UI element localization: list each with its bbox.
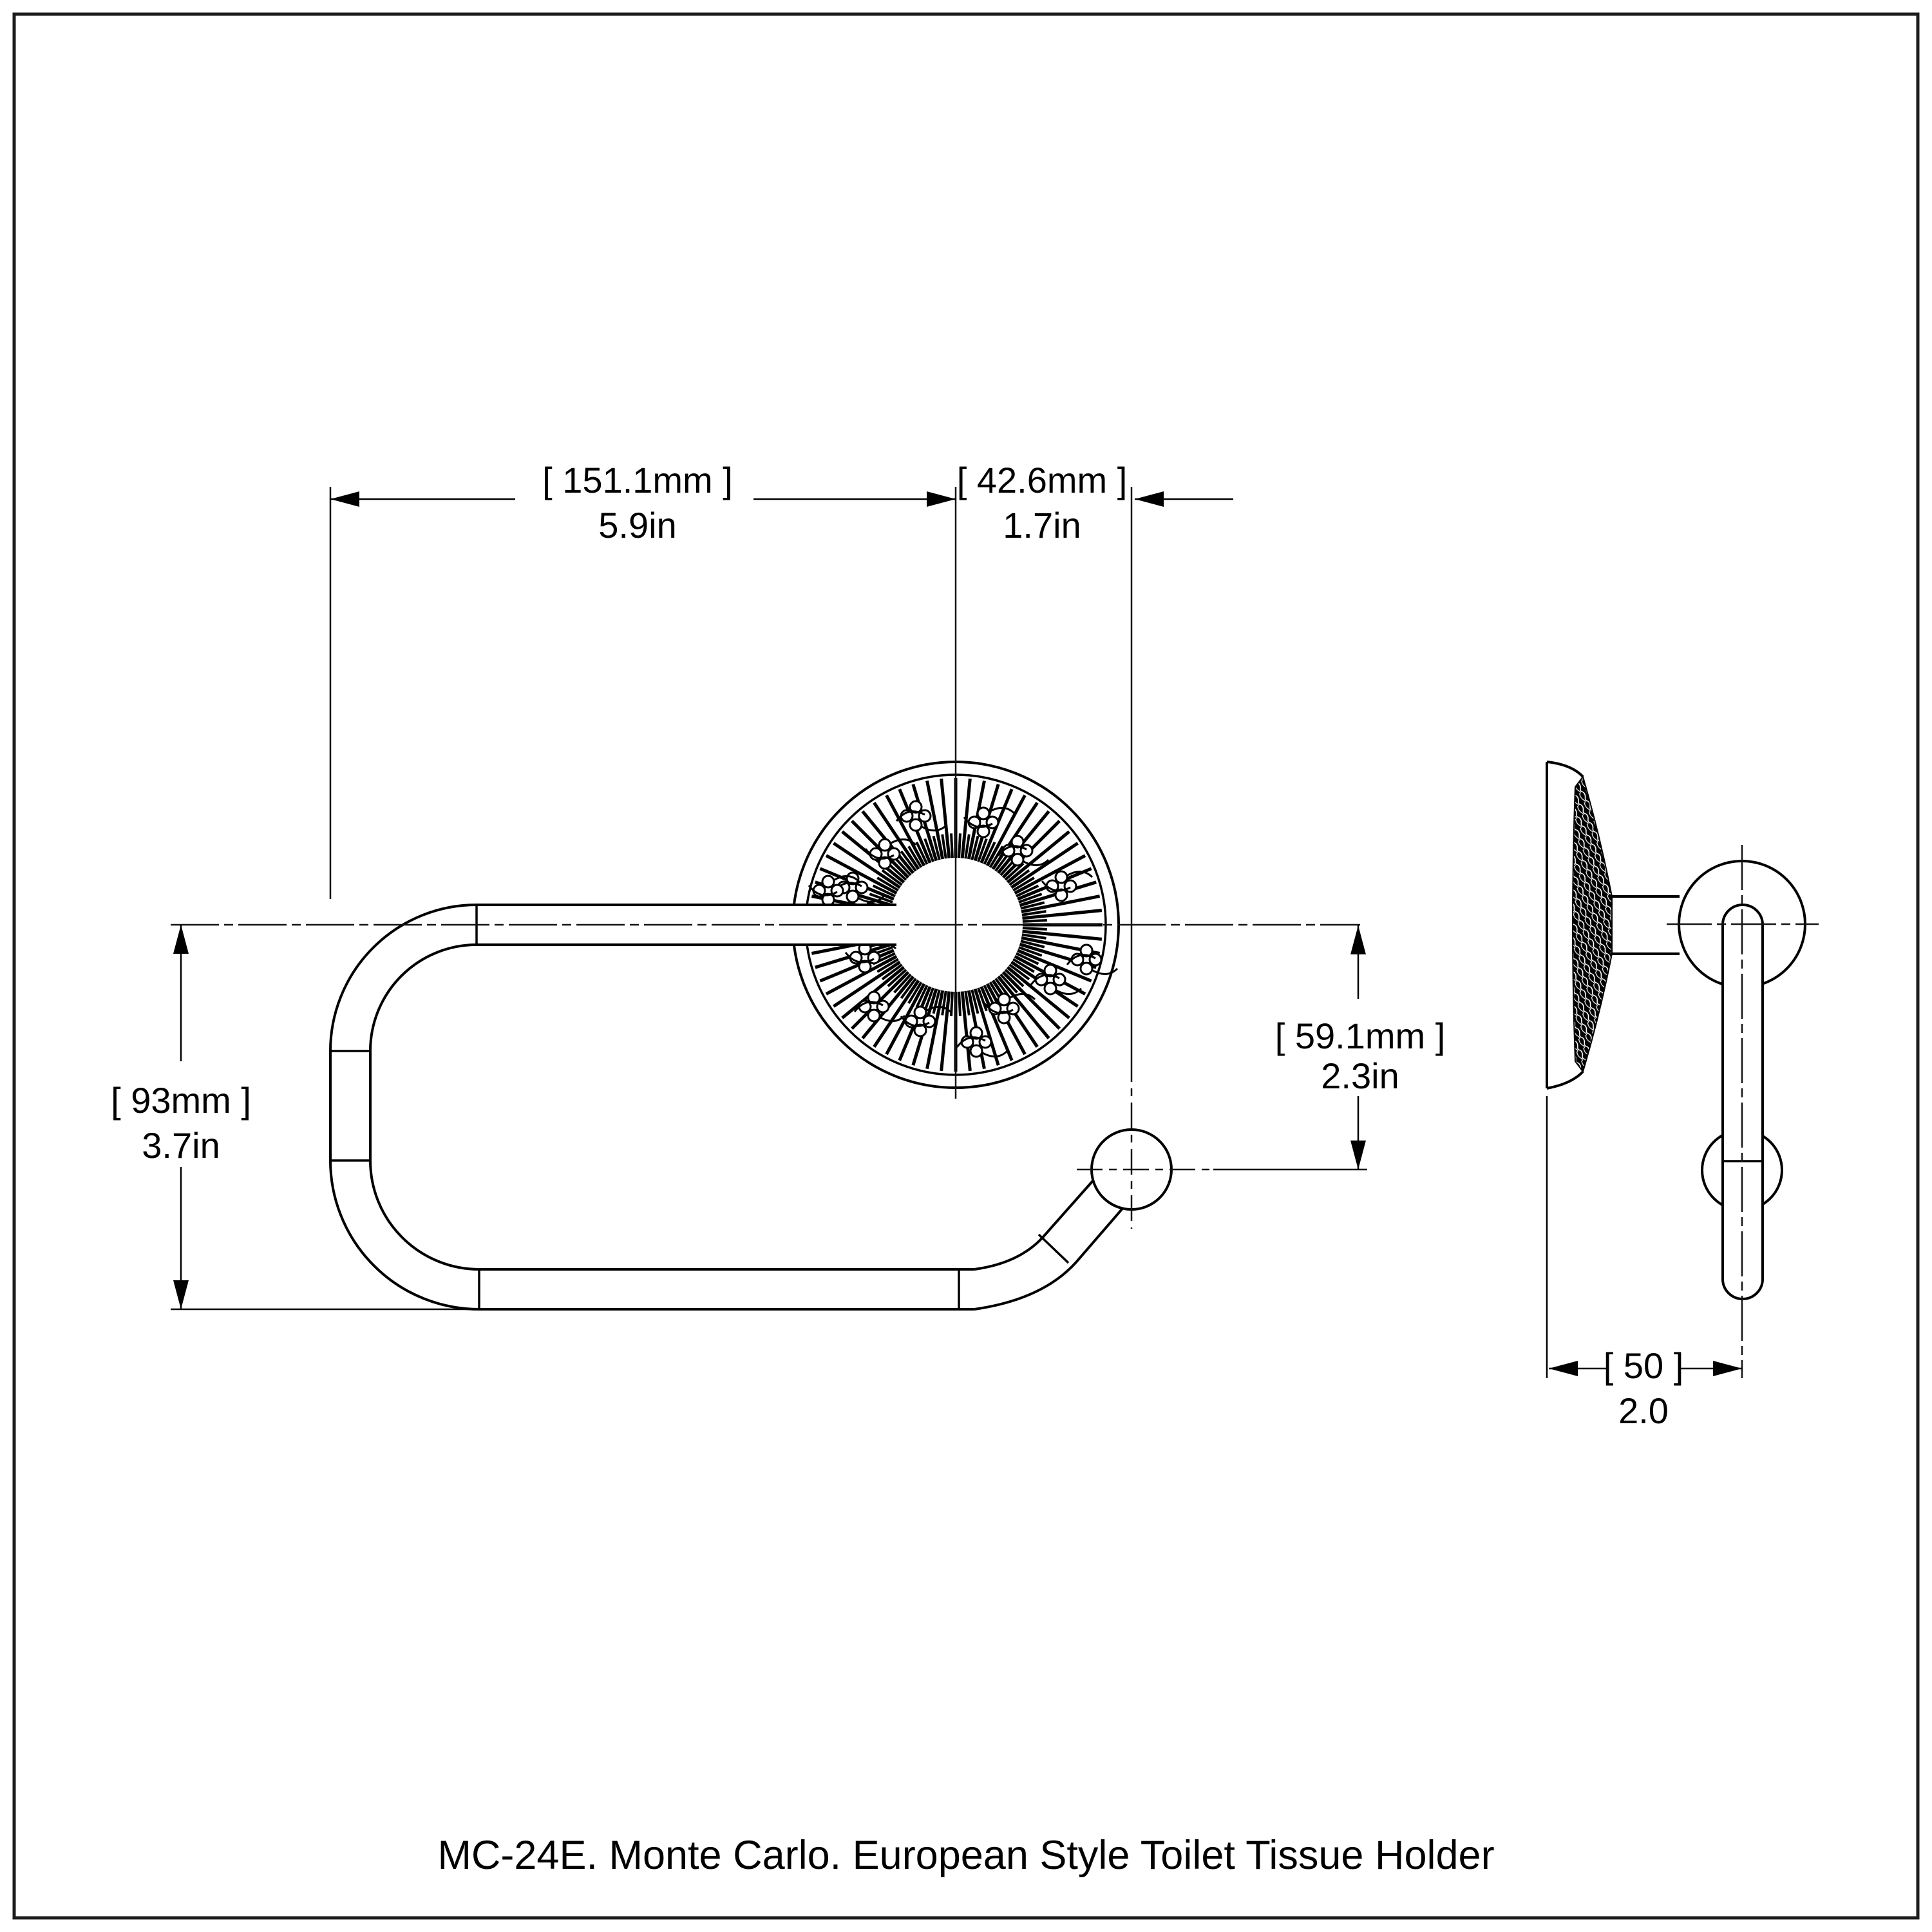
dim-hook-drop-metric: [ 59.1mm ]	[1275, 1016, 1446, 1056]
arm-tube-side	[1721, 904, 1764, 1300]
arrowhead	[1350, 925, 1366, 954]
mount-stem	[1612, 895, 1680, 955]
rosette-backplate	[791, 761, 1120, 1089]
arrowhead	[1350, 1141, 1366, 1170]
wall-plate-profile	[1546, 761, 1613, 1090]
arm-upturn	[974, 1128, 1173, 1311]
arrowhead	[927, 491, 956, 507]
dimension-hook-drop: [ 59.1mm ] 2.3in	[1213, 925, 1446, 1171]
dimension-overall-height: [ 93mm ] 3.7in	[111, 925, 559, 1311]
dim-overall-height-imperial: 3.7in	[142, 1125, 220, 1166]
dim-overall-width-imperial: 5.9in	[598, 505, 676, 545]
dimension-overall-width: [ 151.1mm ] 5.9in	[329, 460, 956, 899]
arrowhead	[1713, 1361, 1742, 1376]
dim-overall-height-metric: [ 93mm ]	[111, 1080, 251, 1121]
arrowhead	[330, 491, 359, 507]
dim-roller-offset-imperial: 1.7in	[1003, 505, 1081, 545]
dim-wall-depth-metric: [ 50 ]	[1604, 1345, 1684, 1386]
dimension-wall-depth: [ 50 ] 2.0	[1546, 1096, 1742, 1431]
centerlines	[171, 487, 1819, 1378]
arrowhead	[173, 925, 189, 954]
side-view	[1546, 761, 1806, 1300]
dim-hook-drop-imperial: 2.3in	[1321, 1056, 1399, 1096]
drawing-caption: MC-24E. Monte Carlo. European Style Toil…	[437, 1833, 1494, 1878]
arrowhead	[173, 1280, 189, 1309]
rosette-edge-hatch	[1572, 775, 1613, 1074]
rosette-ornament	[808, 778, 1119, 1072]
dim-overall-width-metric: [ 151.1mm ]	[542, 460, 733, 500]
dim-roller-offset-metric: [ 42.6mm ]	[957, 460, 1128, 500]
dim-wall-depth-imperial: 2.0	[1618, 1390, 1669, 1431]
left-u-bend	[329, 904, 480, 1311]
page-border	[12, 12, 1920, 1920]
dimension-roller-offset: [ 42.6mm ] 1.7in	[957, 460, 1233, 545]
arrowhead	[1549, 1361, 1578, 1376]
front-view	[329, 761, 1173, 1311]
arrowhead	[1135, 491, 1164, 507]
lower-arm-tube	[479, 1268, 974, 1311]
